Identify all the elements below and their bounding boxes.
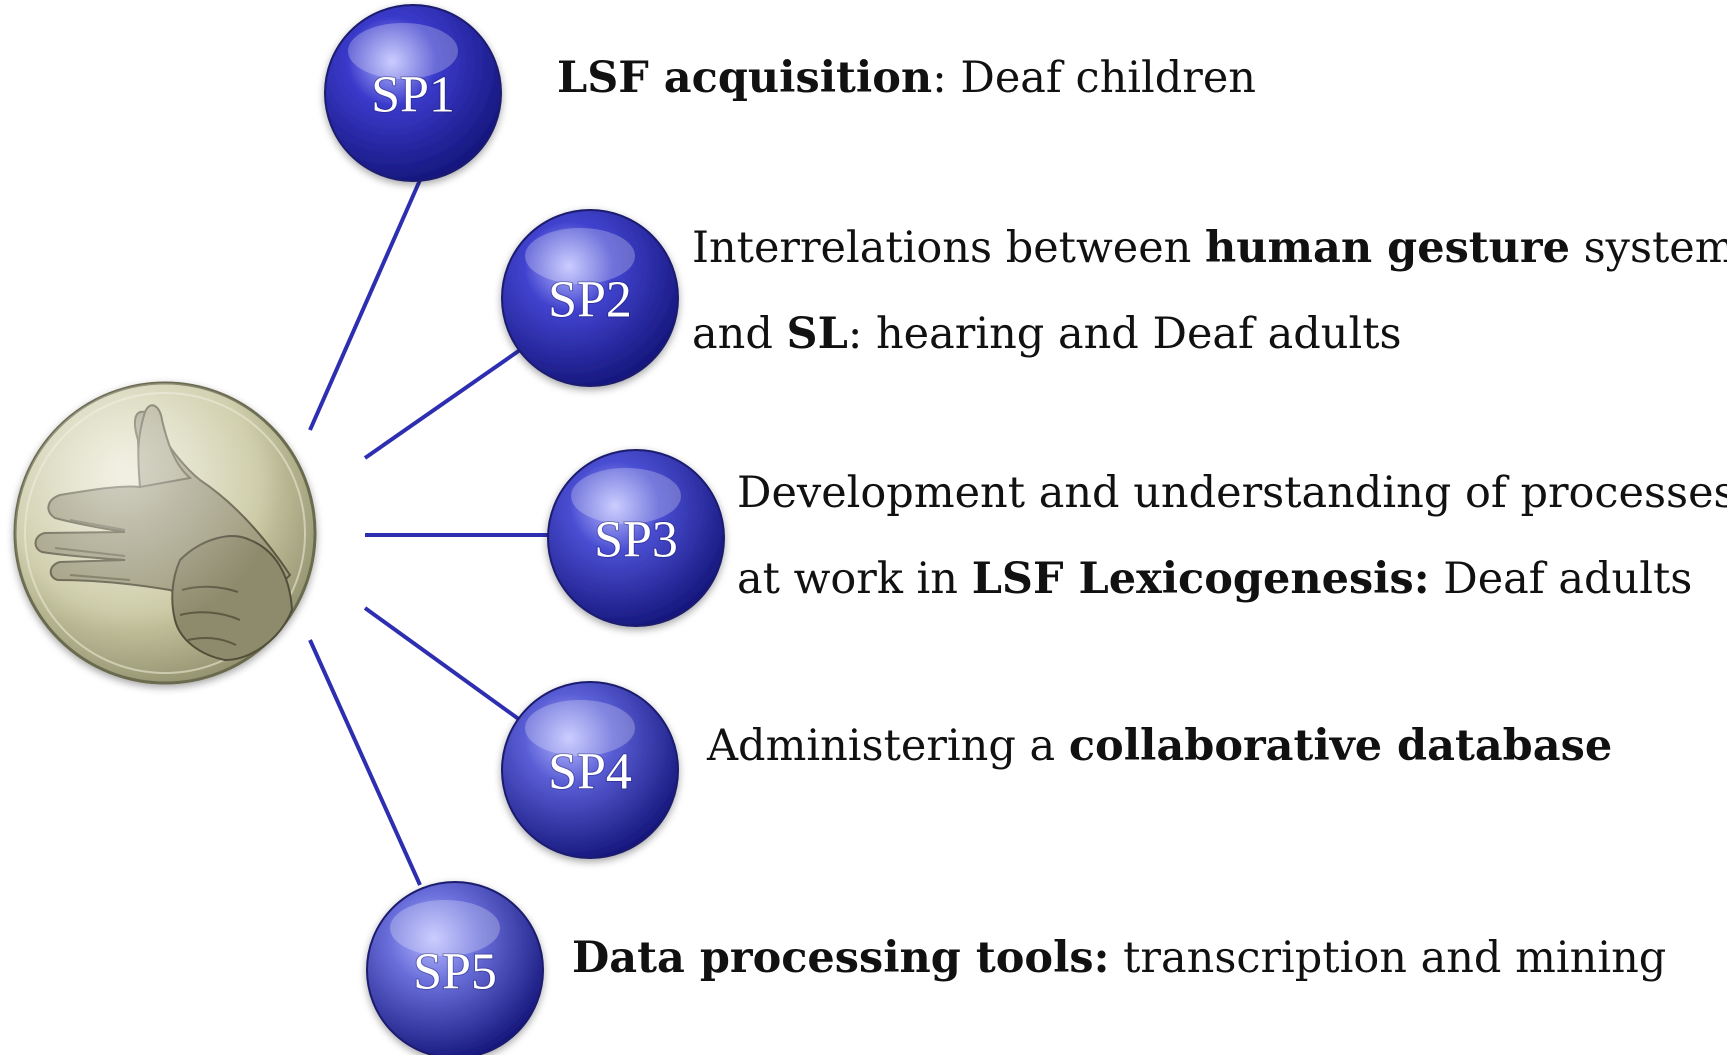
sp5-description: Data processing tools: transcription and… bbox=[572, 915, 1666, 1001]
sp2-label: SP2 bbox=[548, 272, 632, 329]
sp3-gloss bbox=[571, 468, 681, 524]
connector-line-sp2 bbox=[363, 348, 522, 460]
description-text: system bbox=[1569, 223, 1727, 273]
sp1-description-line: LSF acquisition: Deaf children bbox=[557, 35, 1256, 121]
sp2-description-line: and SL: hearing and Deaf adults bbox=[692, 291, 1727, 377]
sp2-description: Interrelations between human gesture sys… bbox=[692, 205, 1727, 377]
description-text: : hearing and Deaf adults bbox=[847, 309, 1402, 359]
description-keyword: collaborative database bbox=[1068, 721, 1613, 771]
sp4-gloss bbox=[525, 700, 635, 756]
description-text: Interrelations between bbox=[692, 223, 1206, 273]
sp1-node: SP1 bbox=[324, 4, 502, 182]
description-keyword: SL bbox=[786, 309, 848, 359]
sp5-description-line: Data processing tools: transcription and… bbox=[572, 915, 1666, 1001]
sp5-label: SP5 bbox=[413, 944, 497, 1001]
sp5-node: SP5 bbox=[366, 881, 544, 1055]
sp3-description: Development and understanding of process… bbox=[737, 450, 1727, 622]
connector-line-sp1 bbox=[308, 179, 422, 431]
description-keyword: human gesture bbox=[1205, 223, 1570, 273]
sp1-gloss bbox=[348, 23, 458, 79]
description-text: : Deaf children bbox=[932, 53, 1256, 103]
connector-line-sp5 bbox=[308, 639, 422, 886]
sp2-sphere bbox=[501, 209, 679, 387]
center-node-highlight bbox=[15, 383, 315, 683]
description-text: Development and understanding of process… bbox=[737, 468, 1727, 518]
sp3-description-line: Development and understanding of process… bbox=[737, 450, 1727, 536]
description-keyword: Data processing tools: bbox=[572, 933, 1110, 983]
sp1-sphere bbox=[324, 4, 502, 182]
description-text: transcription and mining bbox=[1109, 933, 1667, 983]
sp2-gloss bbox=[525, 228, 635, 284]
sp1-label: SP1 bbox=[371, 67, 455, 124]
description-text: Deaf adults bbox=[1429, 554, 1693, 604]
description-text: at work in bbox=[737, 554, 972, 604]
sp4-description-line: Administering a collaborative database bbox=[707, 703, 1612, 789]
sp4-description: Administering a collaborative database bbox=[707, 703, 1612, 789]
sp3-node: SP3 bbox=[547, 449, 725, 627]
description-text: and bbox=[692, 309, 787, 359]
sp5-sphere bbox=[366, 881, 544, 1055]
sp4-node: SP4 bbox=[501, 681, 679, 859]
sp3-description-line: at work in LSF Lexicogenesis: Deaf adult… bbox=[737, 536, 1727, 622]
sp3-label: SP3 bbox=[594, 512, 678, 569]
description-keyword: LSF acquisition bbox=[557, 53, 933, 103]
sp2-node: SP2 bbox=[501, 209, 679, 387]
sp4-label: SP4 bbox=[548, 744, 632, 801]
sp2-description-line: Interrelations between human gesture sys… bbox=[692, 205, 1727, 291]
sp1-description: LSF acquisition: Deaf children bbox=[557, 35, 1256, 121]
connector-lines bbox=[308, 179, 550, 886]
description-keyword: LSF Lexicogenesis: bbox=[971, 554, 1430, 604]
sp3-sphere bbox=[547, 449, 725, 627]
sp5-gloss bbox=[390, 900, 500, 956]
description-text: Administering a bbox=[707, 721, 1069, 771]
connector-line-sp4 bbox=[363, 606, 522, 722]
sp4-sphere bbox=[501, 681, 679, 859]
